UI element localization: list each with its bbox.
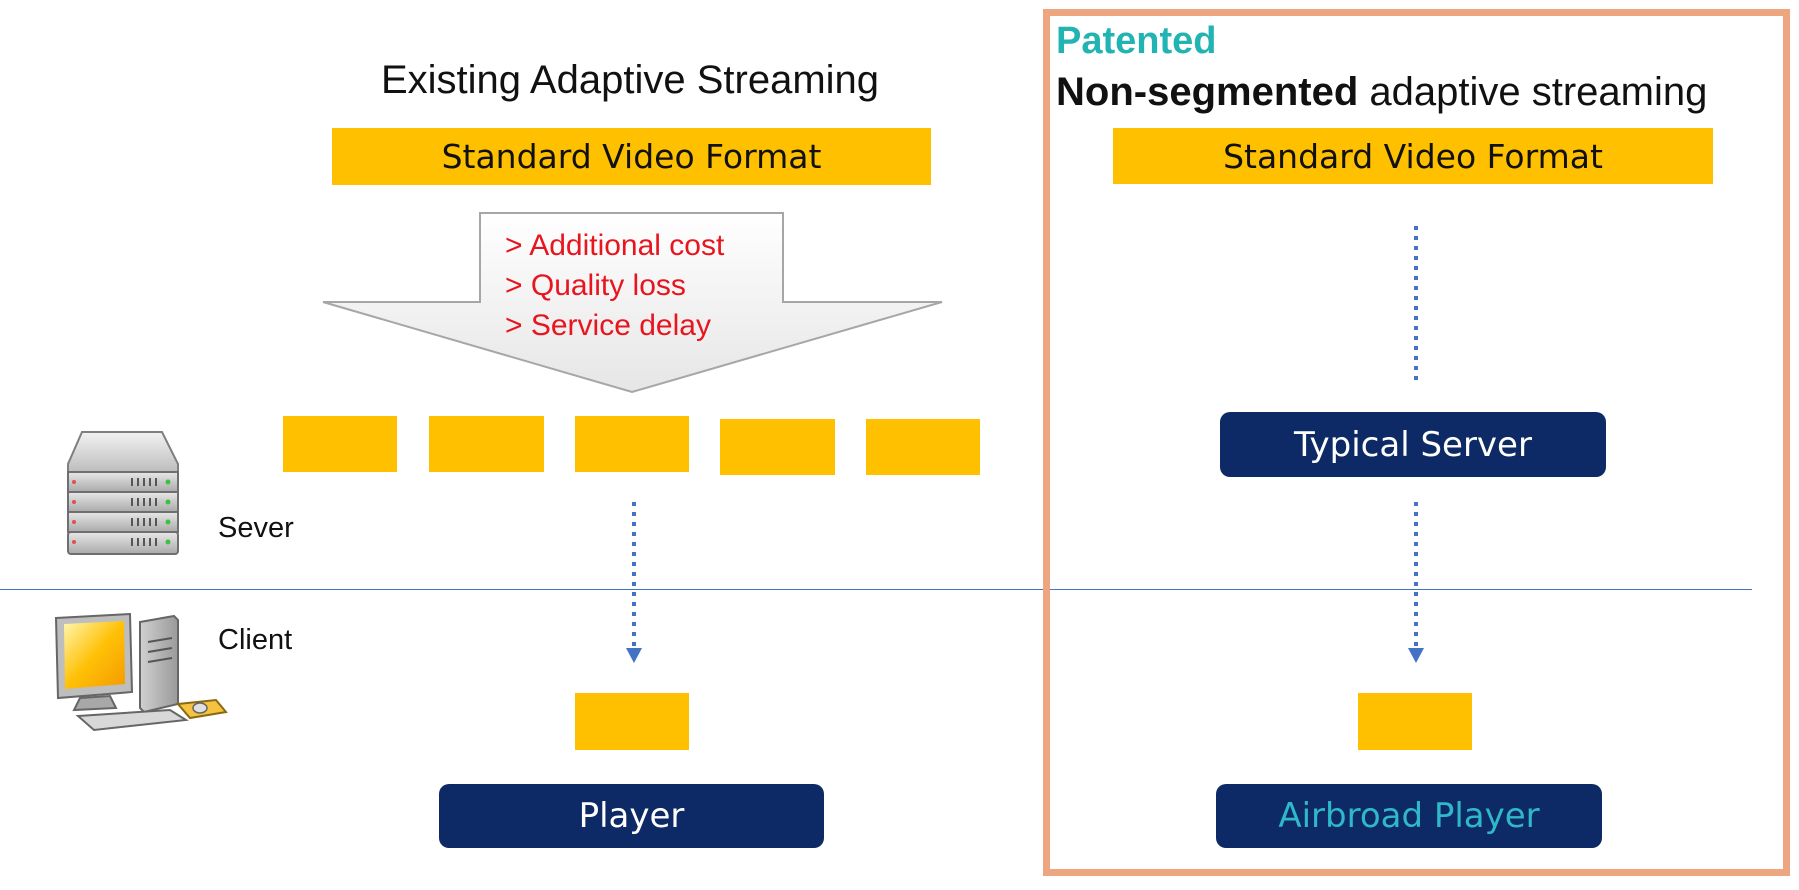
issue-additional-cost: > Additional cost [505,229,725,262]
segment-3 [575,416,689,472]
left-standard-video-format: Standard Video Format [332,128,931,185]
tier-divider [0,589,1752,590]
patented-badge: Patented [1056,20,1217,62]
left-panel-title: Existing Adaptive Streaming [380,57,880,102]
typical-server-box: Typical Server [1220,412,1606,477]
issue-quality-loss: > Quality loss [505,269,686,302]
left-player-box: Player [439,784,824,848]
segment-1 [283,416,397,472]
desktop-computer-icon [54,612,228,732]
right-dotted-line-icon [1414,226,1418,382]
right-dotted-arrow-icon [1408,502,1424,663]
patented-panel-frame [1043,9,1790,876]
right-title-rest: adaptive streaming [1358,70,1708,114]
right-panel-title: Non-segmented adaptive streaming [1056,70,1707,115]
client-label: Client [218,624,293,656]
issue-service-delay: > Service delay [505,309,711,342]
left-dotted-arrow-icon [626,502,642,663]
server-label: Sever [218,512,294,544]
right-title-bold: Non-segmented [1056,70,1359,114]
segment-2 [429,416,544,472]
segment-5 [866,419,980,475]
conversion-arrow-icon [322,212,943,394]
segment-4 [720,419,835,475]
left-client-segment [575,693,689,750]
issues-list: > Additional cost > Quality loss > Servi… [505,226,724,346]
server-rack-icon [67,431,179,555]
airbroad-player-box: Airbroad Player [1216,784,1602,848]
right-standard-video-format: Standard Video Format [1113,128,1713,184]
right-client-segment [1358,693,1472,750]
